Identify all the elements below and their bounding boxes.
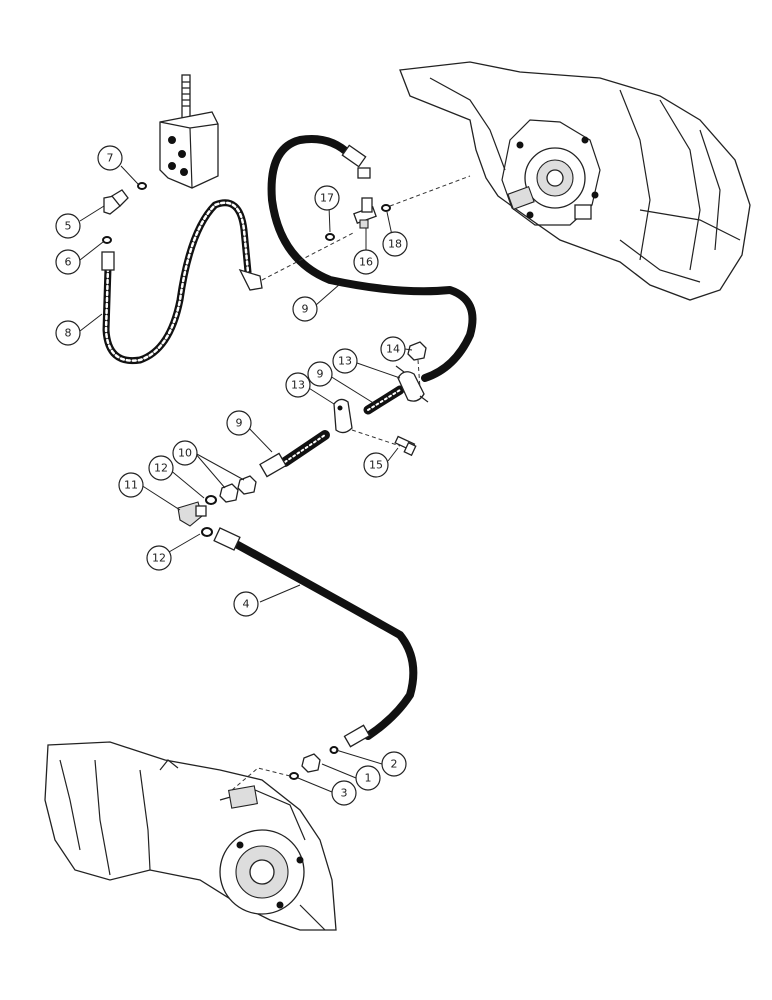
callout-18: 18 — [382, 231, 408, 257]
svg-text:9: 9 — [317, 368, 324, 381]
svg-text:4: 4 — [243, 598, 250, 611]
callout-12-upper: 12 — [148, 455, 174, 481]
callout-15: 15 — [363, 452, 389, 478]
callout-14: 14 — [380, 336, 406, 362]
svg-text:13: 13 — [291, 379, 305, 392]
hose-4 — [213, 527, 418, 748]
clamp-13-lower — [333, 398, 353, 434]
elbow-fitting-5 — [103, 189, 129, 215]
callout-5: 5 — [55, 213, 81, 239]
svg-text:16: 16 — [359, 256, 373, 269]
callout-2: 2 — [381, 751, 407, 777]
callout-9-middle: 9 — [307, 361, 333, 387]
callout-4: 4 — [233, 591, 259, 617]
svg-text:12: 12 — [154, 462, 168, 475]
fittings-10 — [219, 475, 257, 503]
nut-14 — [407, 341, 427, 361]
o-ring-3 — [289, 772, 299, 780]
connection-line-upper — [261, 175, 471, 281]
hose-8 — [101, 199, 263, 365]
callout-3: 3 — [331, 780, 357, 806]
hose-9-middle — [363, 385, 405, 415]
o-ring-12-lower — [201, 527, 213, 537]
hose-9-lower — [259, 430, 330, 478]
callout-7: 7 — [97, 145, 123, 171]
control-valve-block — [159, 74, 219, 189]
svg-text:7: 7 — [107, 152, 114, 165]
tee-fitting-16 — [353, 197, 377, 229]
svg-text:11: 11 — [124, 479, 138, 492]
callout-9-upper: 9 — [292, 296, 318, 322]
elbow-fitting-11 — [177, 501, 207, 527]
o-ring-17 — [325, 233, 335, 241]
svg-text:9: 9 — [236, 417, 243, 430]
callout-6: 6 — [55, 249, 81, 275]
o-ring-7 — [137, 182, 147, 190]
svg-text:18: 18 — [388, 238, 402, 251]
svg-text:10: 10 — [178, 447, 192, 460]
svg-text:15: 15 — [369, 459, 383, 472]
callout-12-lower: 12 — [146, 545, 172, 571]
svg-text:14: 14 — [386, 343, 400, 356]
callout-13-upper: 13 — [332, 348, 358, 374]
callout-1: 1 — [355, 765, 381, 791]
callout-8: 8 — [55, 320, 81, 346]
callout-16: 16 — [353, 249, 379, 275]
svg-text:1: 1 — [365, 772, 372, 785]
hose-9-upper — [267, 135, 477, 382]
connection-line-clamp — [351, 359, 421, 447]
o-ring-18 — [381, 204, 391, 212]
bolt-15 — [394, 435, 417, 457]
front-axle-housing — [399, 61, 751, 301]
svg-text:5: 5 — [65, 220, 72, 233]
svg-text:13: 13 — [338, 355, 352, 368]
callout-11: 11 — [118, 472, 144, 498]
callout-17: 17 — [314, 185, 340, 211]
rear-axle-housing — [44, 741, 337, 931]
callout-13-lower: 13 — [285, 372, 311, 398]
callout-10: 10 — [172, 440, 198, 466]
svg-text:12: 12 — [152, 552, 166, 565]
svg-text:3: 3 — [341, 787, 348, 800]
o-ring-12-upper — [205, 495, 217, 505]
o-ring-6 — [102, 236, 112, 244]
svg-text:2: 2 — [391, 758, 398, 771]
clamp-13-upper — [395, 365, 429, 403]
svg-text:17: 17 — [320, 192, 334, 205]
callout-9-lower: 9 — [226, 410, 252, 436]
svg-text:9: 9 — [302, 303, 309, 316]
svg-text:6: 6 — [65, 256, 72, 269]
svg-text:8: 8 — [65, 327, 72, 340]
connection-line-lower — [231, 767, 291, 791]
